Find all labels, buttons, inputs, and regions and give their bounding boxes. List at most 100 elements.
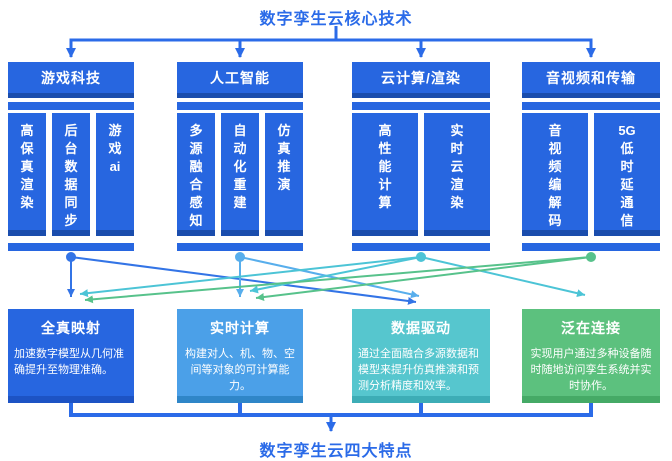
group-bottom-bar (177, 243, 303, 251)
sub-item-bars: 音视频编解码 5G 低时延通信 (522, 113, 660, 236)
vertical-char: 实 (450, 123, 464, 138)
feature-title: 实时计算 (210, 320, 270, 336)
sub-item-backend-data-sync: 后台数据同步 (52, 113, 90, 236)
vertical-char: 重 (233, 177, 247, 192)
feature-title: 泛在连接 (561, 320, 621, 336)
vertical-char: 低 (620, 141, 634, 156)
category-box: 人工智能 (177, 62, 303, 98)
sub-item-realtime-cloud-rendering: 实时云渲染 (424, 113, 490, 236)
vertical-char: 解 (548, 195, 562, 210)
vertical-char: 戏 (108, 141, 122, 156)
feature-box-ubiquitous-connection: 泛在连接 实现用户通过多种设备随时随地访问孪生系统并实时协作。 (522, 309, 660, 403)
vertical-char: 建 (233, 195, 247, 210)
category-box: 音视频和传输 (522, 62, 660, 98)
vertical-char: 源 (189, 141, 203, 156)
tech-group-ai: 人工智能 多源融合感知 自动化重建 仿真推演 (177, 0, 303, 260)
vertical-char: ai (109, 159, 121, 174)
category-label: 音视频和传输 (546, 69, 636, 86)
tech-group-av-transmission: 音视频和传输 音视频编解码 5G 低时延通信 (522, 0, 660, 260)
vertical-char: 后 (64, 123, 78, 138)
vertical-char: 数 (64, 159, 78, 174)
vertical-char: 真 (20, 159, 34, 174)
vertical-char: 计 (378, 177, 392, 192)
vertical-char: 动 (233, 141, 247, 156)
top-connector-tree (66, 26, 596, 58)
group-top-bar (8, 102, 134, 110)
tech-group-cloud: 云计算/渲染 高性能计算 实时云渲染 (352, 0, 490, 260)
vertical-char: 音 (548, 123, 562, 138)
vertical-char: 云 (450, 159, 464, 174)
feature-description: 加速数字模型从几何准确提升至物理准确。 (14, 348, 124, 376)
vertical-char: 5G (618, 123, 636, 138)
vertical-char: 自 (233, 123, 247, 138)
vertical-char: 知 (189, 213, 203, 228)
sub-item-bars: 多源融合感知 自动化重建 仿真推演 (177, 113, 303, 236)
vertical-char: 视 (548, 141, 562, 156)
vertical-char: 延 (620, 177, 634, 192)
vertical-char: 高 (20, 123, 34, 138)
vertical-char: 算 (378, 195, 392, 210)
vertical-char: 染 (450, 195, 464, 210)
diagram-title-bottom: 数字孪生云四大特点 (259, 443, 413, 460)
vertical-char: 化 (233, 159, 247, 174)
vertical-char: 高 (378, 123, 392, 138)
vertical-char: 台 (64, 141, 78, 156)
sub-item-simulation-deduction: 仿真推演 (265, 113, 303, 236)
sub-item-automated-reconstruction: 自动化重建 (221, 113, 259, 236)
group-top-bar (522, 102, 660, 110)
vertical-char: 合 (189, 177, 203, 192)
feature-description: 构建对人、机、物、空间等对象的可计算能力。 (185, 348, 295, 392)
bottom-connector-bracket (69, 403, 593, 432)
feature-description: 通过全面融合多源数据和模型来提升仿真推演和预测分析精度和效率。 (358, 348, 479, 392)
vertical-char: 时 (620, 159, 634, 174)
vertical-char: 通 (620, 195, 634, 210)
feature-title: 全真映射 (41, 320, 101, 336)
category-label: 人工智能 (210, 69, 270, 86)
feature-box-data-driven: 数据驱动 通过全面融合多源数据和模型来提升仿真推演和预测分析精度和效率。 (352, 309, 490, 403)
link-av-to-realtime (255, 256, 592, 301)
sub-item-bars: 高性能计算 实时云渲染 (352, 113, 490, 236)
vertical-char: 同 (64, 195, 78, 210)
middle-connector-lines (66, 252, 596, 305)
feature-description: 实现用户通过多种设备随时随地访问孪生系统并实时协作。 (530, 348, 652, 392)
feature-box-realtime-computing: 实时计算 构建对人、机、物、空间等对象的可计算能力。 (177, 309, 303, 403)
sub-item-high-fidelity-rendering: 高保真渲染 (8, 113, 46, 236)
vertical-char: 编 (548, 177, 562, 192)
vertical-char: 仿 (277, 123, 291, 138)
diagram-title-top: 数字孪生云核心技术 (259, 11, 413, 28)
feature-box-full-mapping: 全真映射 加速数字模型从几何准确提升至物理准确。 (8, 309, 134, 403)
sub-item-bars: 高保真渲染 后台数据同步 游戏 ai (8, 113, 134, 236)
group-bottom-bar (352, 243, 490, 251)
group-top-bar (352, 102, 490, 110)
group-top-bar (177, 102, 303, 110)
vertical-char: 性 (378, 141, 392, 156)
group-bottom-bar (522, 243, 660, 251)
sub-item-5g-low-latency: 5G 低时延通信 (594, 113, 660, 236)
vertical-char: 步 (64, 213, 78, 228)
vertical-char: 频 (548, 159, 562, 174)
vertical-char: 真 (277, 141, 291, 156)
vertical-char: 推 (277, 159, 291, 174)
vertical-char: 据 (64, 177, 78, 192)
category-box: 云计算/渲染 (352, 62, 490, 98)
vertical-char: 演 (277, 177, 291, 192)
vertical-char: 感 (189, 195, 203, 210)
vertical-char: 融 (189, 159, 203, 174)
vertical-char: 多 (189, 123, 203, 138)
vertical-char: 渲 (20, 177, 34, 192)
category-box: 游戏科技 (8, 62, 134, 98)
sub-item-multi-source-fusion: 多源融合感知 (177, 113, 215, 236)
sub-item-av-codec: 音视频编解码 (522, 113, 588, 236)
vertical-char: 游 (108, 123, 122, 138)
link-cloud-to-mapping (79, 256, 422, 298)
sub-item-hpc: 高性能计算 (352, 113, 418, 236)
link-cloud-to-ubiquitous (420, 256, 586, 298)
group-bottom-bar (8, 243, 134, 251)
category-label: 游戏科技 (41, 69, 101, 86)
vertical-char: 保 (20, 141, 34, 156)
vertical-char: 信 (620, 213, 634, 228)
tech-group-game-tech: 游戏科技 高保真渲染 后台数据同步 游戏 ai (8, 0, 134, 260)
feature-title: 数据驱动 (391, 320, 451, 336)
link-ai-to-data (239, 256, 420, 299)
